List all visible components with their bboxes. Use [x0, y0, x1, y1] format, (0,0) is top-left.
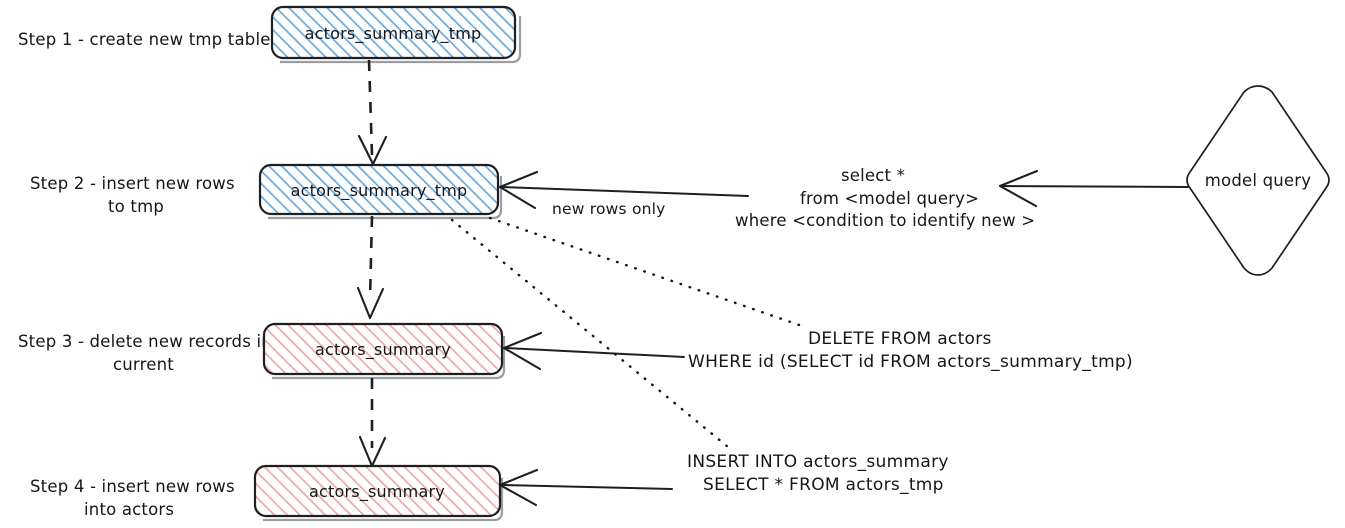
- node-shadow-4: [263, 478, 504, 522]
- insert-sql-line-1: INSERT INTO actors_summary: [687, 452, 949, 472]
- node-box-step-4[interactable]: [253, 464, 502, 518]
- node-shadow-3: [272, 336, 506, 380]
- arrow-head-3-4: [358, 435, 387, 468]
- step-4-group: Step 4 - insert new rows into actors act…: [30, 464, 504, 522]
- model-query-sql-line-1: select *: [841, 166, 905, 185]
- model-query-diamond[interactable]: [1186, 85, 1330, 276]
- node-label-step-4: actors_summary: [309, 482, 445, 502]
- node-label-step-1: actors_summary_tmp: [305, 24, 482, 44]
- node-shadow-2: [268, 176, 503, 220]
- node-box-step-2[interactable]: [258, 163, 500, 216]
- step-2-label-line-1: Step 2 - insert new rows: [30, 174, 235, 193]
- line-diamond-to-query: [1001, 185, 1189, 188]
- model-query-sql-line-3: where <condition to identify new >: [735, 211, 1035, 230]
- dotted-line-insert: [450, 218, 730, 449]
- line-delete-to-step3: [505, 347, 685, 358]
- step-2-group: Step 2 - insert new rows to tmp actors_s…: [30, 163, 503, 220]
- step-3-label-line-1: Step 3 - delete new records in: [18, 332, 272, 351]
- delete-sql-line-1: DELETE FROM actors: [808, 329, 992, 349]
- line-insert-to-step4: [501, 484, 673, 490]
- line-new-rows-only: [501, 186, 749, 197]
- node-box-step-1[interactable]: [270, 5, 517, 60]
- step-1-group: Step 1 - create new tmp table actors_sum…: [18, 5, 522, 64]
- edge-delete-to-step3: [502, 331, 685, 371]
- edge-label-new-rows-only: new rows only: [552, 200, 666, 218]
- arrow-head-delete-to-step3: [502, 331, 543, 371]
- insert-sql-annotation: INSERT INTO actors_summary SELECT * FROM…: [687, 452, 949, 495]
- arrow-head-2-3: [356, 286, 385, 320]
- arrow-head-new-rows-only: [498, 170, 539, 210]
- step-4-label-line-1: Step 4 - insert new rows: [30, 477, 235, 496]
- step-1-label: Step 1 - create new tmp table: [18, 30, 271, 49]
- edge-step2-to-step3: [356, 215, 385, 320]
- delete-sql-annotation: DELETE FROM actors WHERE id (SELECT id F…: [688, 329, 1133, 372]
- arrow-head-diamond-to-query: [998, 169, 1039, 208]
- edge-diamond-to-query: [998, 169, 1189, 208]
- edge-insert-to-step4: [498, 468, 673, 507]
- edge-step1-to-step2: [357, 59, 388, 166]
- node-label-step-2: actors_summary_tmp: [291, 181, 468, 201]
- arrow-head-insert-to-step4: [498, 468, 539, 507]
- arrow-head-1-2: [357, 134, 388, 166]
- step-3-group: Step 3 - delete new records in current a…: [18, 322, 506, 380]
- node-shadow-1: [280, 16, 522, 64]
- delete-sql-line-2: WHERE id (SELECT id FROM actors_summary_…: [688, 352, 1133, 372]
- model-query-label: model query: [1205, 171, 1311, 190]
- step-3-label-line-2: current: [113, 355, 174, 374]
- dashed-line-2-3: [368, 215, 374, 301]
- edge-step3-to-step4: [358, 378, 387, 468]
- insert-sql-line-2: SELECT * FROM actors_tmp: [703, 475, 944, 495]
- model-query-group: model query: [1186, 85, 1330, 276]
- edge-query-to-step2: new rows only: [498, 170, 749, 218]
- step-4-label-line-2: into actors: [84, 500, 174, 519]
- edge-step2-to-insert: [450, 218, 730, 449]
- model-query-sql-annotation: select * from <model query> where <condi…: [735, 166, 1035, 230]
- dashed-line-1-2: [367, 59, 374, 156]
- node-label-step-3: actors_summary: [315, 340, 451, 360]
- step-2-label-line-2: to tmp: [108, 197, 164, 216]
- dotted-line-delete: [488, 216, 807, 329]
- model-query-sql-line-2: from <model query>: [800, 189, 979, 208]
- node-box-step-3[interactable]: [262, 322, 504, 376]
- edge-step2-to-delete: [488, 216, 807, 329]
